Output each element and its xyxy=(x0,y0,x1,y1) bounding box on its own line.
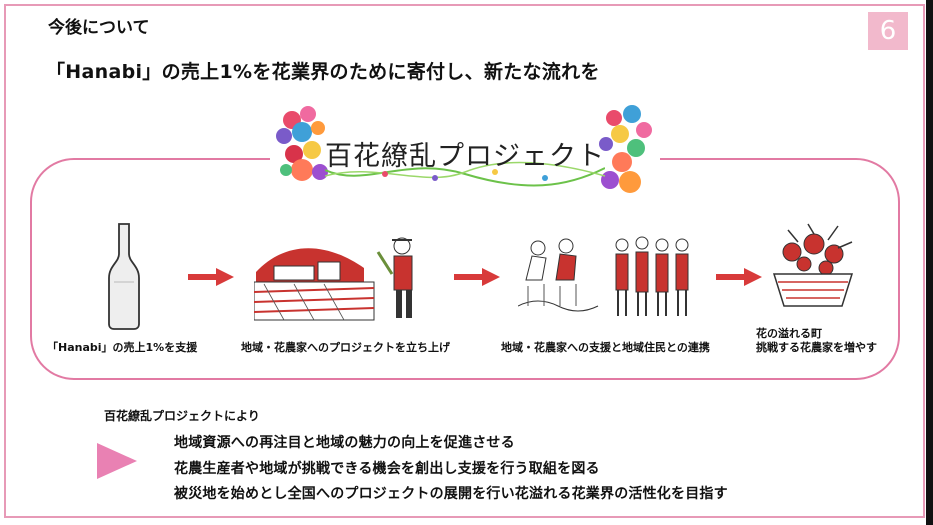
project-banner xyxy=(270,102,660,197)
project-title: 百花繚乱プロジェクト xyxy=(325,141,605,172)
arrow-icon xyxy=(188,268,234,286)
step-caption: 花の溢れる町 挑戦する花農家を増やす xyxy=(756,327,877,355)
arrow-icon xyxy=(716,268,762,286)
section-title: 今後について xyxy=(48,18,150,38)
page-number: 6 xyxy=(868,12,908,50)
arrow-icon xyxy=(454,268,500,286)
summary-bullet: 地域資源への再注目と地域の魅力の向上を促進させる xyxy=(174,435,515,451)
community-people-icon xyxy=(518,236,689,316)
step-caption-line: 挑戦する花農家を増やす xyxy=(756,341,877,354)
vine-garland-icon xyxy=(325,161,605,187)
sake-bottle-icon xyxy=(108,223,140,330)
slide-frame xyxy=(4,4,925,518)
right-flower-bouquet-icon xyxy=(599,105,652,193)
pink-triangle-icon xyxy=(97,443,137,479)
step-caption: 「Hanabi」の売上1%を支援 xyxy=(47,341,198,354)
step-caption: 地域・花農家への支援と地域住民との連携 xyxy=(501,341,710,354)
headline: 「Hanabi」の売上1%を花業界のために寄付し、新たな流れを xyxy=(46,61,600,83)
window-edge xyxy=(926,0,933,525)
step-caption-line: 花の溢れる町 xyxy=(756,327,822,340)
step-caption: 地域・花農家へのプロジェクトを立ち上げ xyxy=(241,341,450,354)
summary-bullet: 被災地を始めとし全国へのプロジェクトの展開を行い花溢れる花業界の活性化を目指す xyxy=(174,486,728,502)
flower-basket-icon xyxy=(772,223,854,307)
summary-lead: 百花繚乱プロジェクトにより xyxy=(104,409,260,423)
left-flower-bouquet-icon xyxy=(276,106,328,181)
summary-bullet: 花農生産者や地域が挑戦できる機会を創出し支援を行う取組を図る xyxy=(174,461,600,477)
farm-and-farmer-icon xyxy=(254,237,413,321)
